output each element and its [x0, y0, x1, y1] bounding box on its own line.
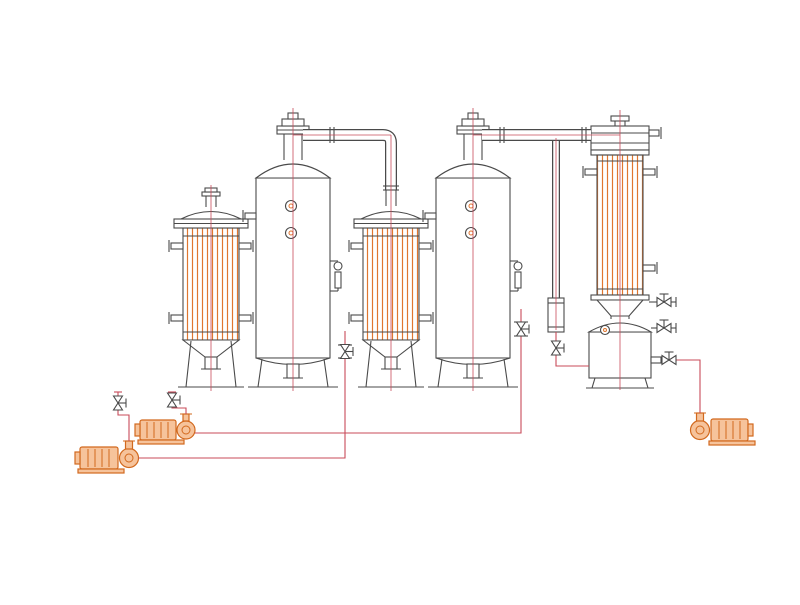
condenser-drain-valve-1	[656, 293, 672, 308]
nozzle	[642, 264, 656, 272]
pump-3-suction-line	[676, 359, 701, 413]
nozzle	[418, 242, 432, 250]
nozzle	[424, 212, 437, 220]
level-gauge-glass	[334, 271, 342, 289]
nozzle	[350, 242, 364, 250]
feed-valve-1	[339, 343, 354, 360]
centerlines	[210, 108, 621, 391]
nozzle	[648, 129, 660, 137]
nozzle	[170, 314, 184, 322]
nozzle	[584, 168, 598, 176]
receiver	[586, 316, 662, 389]
pump-1-suction-nozzle	[124, 440, 134, 450]
receiver-outlet-valve	[661, 351, 677, 366]
nozzle	[170, 242, 184, 250]
pump-2-base	[137, 439, 185, 445]
nozzle	[650, 356, 662, 364]
condensate-leg-valve	[550, 340, 565, 356]
pump-2	[134, 413, 196, 445]
pump-2-casing	[176, 420, 196, 440]
valves	[112, 293, 677, 411]
pump-1-casing	[118, 447, 140, 469]
nozzle	[238, 242, 252, 250]
sight-glass-icon	[284, 199, 298, 213]
nozzle	[418, 314, 432, 322]
pump-2-motor	[139, 419, 177, 441]
pump-2-suction-nozzle	[182, 413, 190, 422]
pump-3-suction-nozzle	[695, 412, 705, 422]
nozzle	[350, 314, 364, 322]
level-gauge-icon	[333, 261, 343, 271]
level-gauge-glass	[514, 271, 522, 289]
level-gauge-icon	[513, 261, 523, 271]
pump-3	[689, 412, 756, 446]
pump-2-suction-valve	[166, 392, 181, 408]
sight-glass-icon	[284, 226, 298, 240]
pump-3-motor	[710, 418, 749, 442]
pump-1	[74, 440, 140, 474]
pump-2-discharge-line	[195, 336, 522, 434]
pump-1-discharge-line	[138, 358, 346, 459]
pump-1-suction-valve	[112, 395, 127, 411]
condenser-drain-valve-2	[656, 319, 672, 334]
sight-glass-icon	[599, 324, 611, 336]
separator-2	[422, 112, 523, 388]
pump-3-base	[708, 440, 756, 446]
nozzle	[642, 168, 656, 176]
sight-glass-icon	[464, 226, 478, 240]
sight-glass-icon	[464, 199, 478, 213]
condenser	[582, 115, 662, 317]
pump-1-base	[77, 468, 125, 474]
nozzle	[238, 314, 252, 322]
condensate-drain-line	[555, 332, 589, 367]
nozzle	[244, 212, 257, 220]
separator-1	[242, 112, 343, 388]
pump-1-motor	[79, 446, 119, 470]
pump-3-casing	[689, 419, 711, 441]
feed-valve-2	[515, 321, 530, 337]
